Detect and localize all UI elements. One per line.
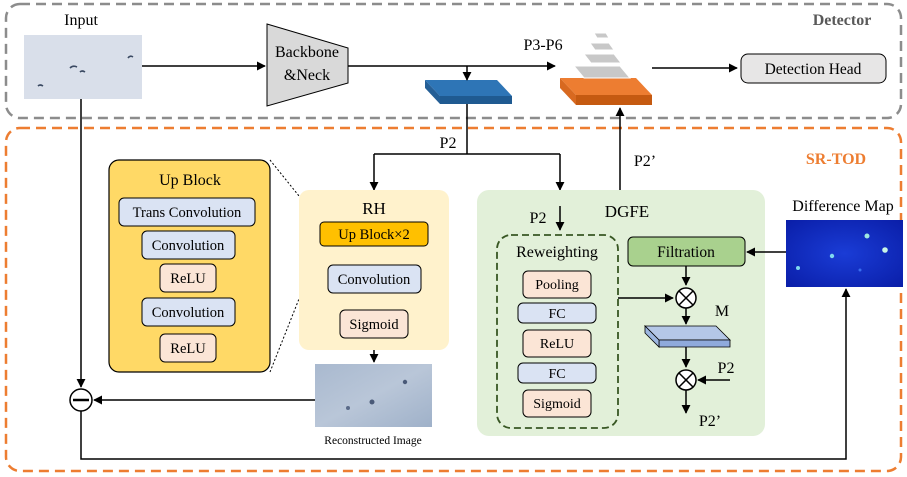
p3p6-feature-pyramid [560, 78, 652, 95]
reweighting-fc1-box [517, 302, 597, 324]
reweighting-fc1-label: FC [548, 307, 565, 322]
up-block-trans-conv-box [118, 197, 256, 227]
backbone-neck-block [266, 23, 349, 107]
reweighting-pooling-box [522, 270, 592, 299]
rh-up-block-label: Up Block×2 [338, 227, 409, 243]
p2prime-up-label: P2’ [634, 153, 656, 170]
up-block-conv2-label: Convolution [152, 305, 225, 321]
p2-feature-map [425, 80, 512, 96]
p2-branch-label: P2 [440, 135, 457, 152]
srtod-title: SR-TOD [806, 151, 866, 168]
zoom-line-top [269, 159, 321, 223]
backbone-label-line1: Backbone [275, 44, 339, 61]
rh-conv-label: Convolution [338, 272, 411, 288]
input-label: Input [64, 12, 98, 29]
detection-head-label: Detection Head [765, 61, 862, 78]
reweighting-sigmoid-box [522, 389, 592, 418]
difference-map-image [786, 220, 903, 287]
reweighting-relu-label: ReLU [540, 337, 574, 352]
filtration-label: Filtration [657, 244, 715, 261]
rh-sigmoid-box [339, 309, 409, 339]
up-block-trans-conv-label: Trans Convolution [133, 205, 242, 221]
dgfe-p2-side-label: P2 [718, 360, 735, 377]
m-label: M [715, 303, 729, 320]
reconstructed-label: Reconstructed Image [324, 435, 421, 447]
input-image-targets [37, 55, 134, 87]
dgfe-p2-out-label: P2’ [699, 413, 721, 430]
up-block-relu1-label: ReLU [170, 271, 206, 287]
p3p6-label: P3-P6 [523, 37, 562, 54]
backbone-label-line2: &Neck [284, 67, 330, 84]
detector-region [4, 2, 903, 120]
reweighting-relu-box [522, 329, 592, 358]
up-block-relu1-box [159, 263, 217, 293]
dgfe-p2-in-label: P2 [530, 210, 547, 227]
dgfe-title: DGFE [605, 202, 649, 221]
rh-sigmoid-label: Sigmoid [349, 317, 399, 333]
detector-title: Detector [813, 12, 872, 29]
up-block-title: Up Block [159, 172, 221, 189]
subtract-to-difference-map-line [80, 288, 851, 460]
reweighting-panel [496, 234, 619, 429]
reweighting-pooling-label: Pooling [535, 278, 579, 293]
m-feature-map [644, 325, 731, 341]
reweighting-sigmoid-label: Sigmoid [533, 397, 580, 412]
up-block-relu2-label: ReLU [170, 341, 206, 357]
rh-conv-box [327, 264, 422, 294]
detection-head-box [740, 53, 887, 84]
reweighting-fc2-box [517, 362, 597, 384]
rh-up-block-box [319, 221, 429, 247]
up-block-relu2-box [159, 333, 217, 363]
reweighting-title: Reweighting [516, 244, 598, 261]
up-block-conv2-box [141, 297, 236, 327]
reweighting-fc2-label: FC [548, 367, 565, 382]
srtod-region [4, 126, 903, 473]
input-image [24, 35, 142, 99]
reconstructed-image [315, 364, 432, 427]
rh-title: RH [362, 199, 386, 218]
up-block-conv1-box [141, 230, 236, 260]
up-block-conv1-label: Convolution [152, 238, 225, 254]
difference-map-label: Difference Map [792, 198, 893, 215]
